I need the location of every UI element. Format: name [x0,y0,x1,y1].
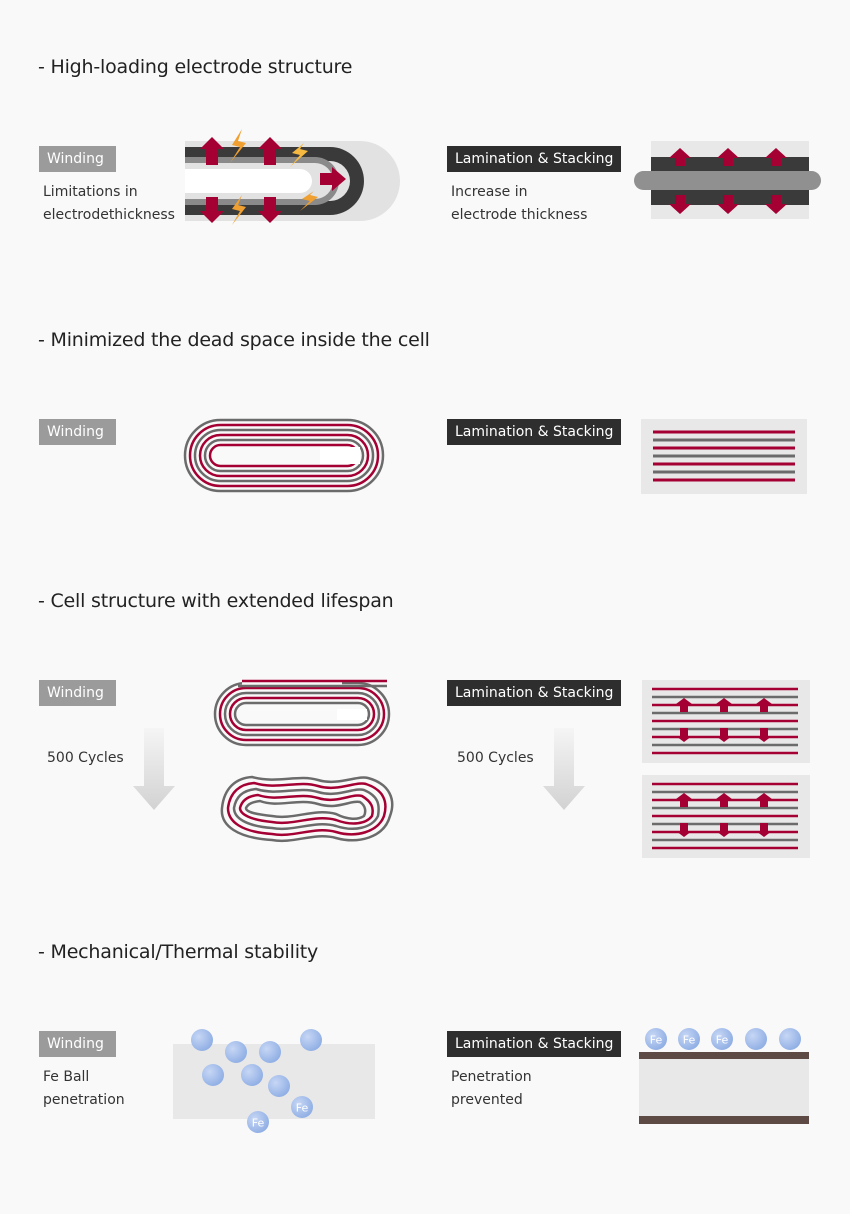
cycle-arrow-icon [543,728,585,810]
arrow-down-icon [765,195,787,214]
lamination-description: Increase in electrode thickness [451,181,587,227]
spark-icon [300,191,318,211]
top-plate [639,1052,809,1059]
fe-ball-icon [291,1096,313,1118]
arrow-up-icon [717,148,739,166]
lamination-desc-line-1: Penetration [451,1069,532,1085]
section-heading-stability: - Mechanical/Thermal stability [38,941,319,963]
fe-ball-penetration-diagram: Fe Fe [173,1029,375,1133]
arrow-up-icon [716,793,732,807]
lamination-description: Penetration prevented [451,1066,532,1112]
arrow-up-icon [756,698,772,712]
arrow-up-icon [765,148,787,166]
spark-icon [232,195,246,225]
fe-ball-icon [745,1028,767,1050]
lamination-tag: Lamination & Stacking [447,419,621,445]
arrow-down-icon [669,195,691,214]
arrow-down-icon [258,197,282,223]
section-heading-dead-space: - Minimized the dead space inside the ce… [38,329,430,351]
fe-ball-icon [241,1064,263,1086]
lamination-tag: Lamination & Stacking [447,1031,621,1057]
arrow-up-icon [676,793,692,807]
lamination-before-cycles-diagram [642,680,810,763]
spark-icon [290,143,308,167]
arrow-down-icon [676,728,692,742]
arrow-up-icon [676,698,692,712]
lamination-cycles-label: 500 Cycles [457,750,534,766]
fe-label: Fe [650,1034,663,1047]
lamination-cell-panel [639,1052,809,1124]
arrow-up-icon [716,698,732,712]
winding-electrode-diagram [185,129,400,225]
fe-ball-icon [678,1028,700,1050]
section-heading-high-loading: - High-loading electrode structure [38,56,353,78]
lamination-electrode-diagram [634,141,821,219]
winding-description: Limitations in electrodethickness [43,181,175,227]
fe-label: Fe [716,1034,729,1047]
lamination-desc-line-2: electrode thickness [451,207,588,223]
fe-ball-icon [300,1029,322,1051]
penetration-prevented-diagram: Fe Fe Fe [639,1028,809,1124]
winding-desc-line-1: Limitations in [43,184,138,200]
arrow-down-icon [717,195,739,214]
fe-ball-icon [259,1041,281,1063]
lamination-desc-line-1: Increase in [451,184,528,200]
winding-jellyroll-diagram [183,418,385,493]
winding-desc-line-1: Fe Ball [43,1069,90,1085]
fe-label: Fe [683,1034,696,1047]
winding-core [185,169,312,193]
winding-tag: Winding [39,1031,116,1057]
fe-ball-icon [711,1028,733,1050]
winding-separator [185,157,339,205]
fe-label: Fe [296,1102,309,1115]
arrow-right-icon [320,167,346,191]
winding-tag: Winding [39,680,116,706]
cycle-arrow-icon [133,728,175,810]
fe-ball-icon [645,1028,667,1050]
arrow-down-icon [676,823,692,837]
arrow-down-icon [200,197,224,223]
arrow-down-icon [756,823,772,837]
arrow-down-icon [756,728,772,742]
spark-icon [230,129,246,163]
fe-ball-icon [225,1041,247,1063]
arrow-up-icon [258,137,282,165]
winding-cycles-label: 500 Cycles [47,750,124,766]
winding-desc-line-2: electrodethickness [43,207,175,223]
arrow-down-icon [716,728,732,742]
fe-ball-icon [268,1075,290,1097]
arrow-up-icon [669,148,691,166]
lamination-desc-line-2: prevented [451,1092,523,1108]
winding-description: Fe Ball penetration [43,1066,125,1112]
arrow-up-icon [200,137,224,165]
lamination-tag: Lamination & Stacking [447,146,621,172]
winding-desc-line-2: penetration [43,1092,125,1108]
winding-after-cycles-diagram [220,775,394,843]
fe-ball-icon [191,1029,213,1051]
fe-ball-icon [202,1064,224,1086]
arrow-up-icon [756,793,772,807]
fe-label: Fe [252,1117,265,1130]
winding-before-cycles-diagram [213,679,391,747]
lamination-tag: Lamination & Stacking [447,680,621,706]
winding-tag: Winding [39,419,116,445]
section-heading-lifespan: - Cell structure with extended lifespan [38,590,394,612]
lamination-after-cycles-diagram [642,775,810,858]
arrow-down-icon [716,823,732,837]
lamination-separator [634,171,821,190]
bottom-plate [639,1116,809,1124]
fe-ball-icon [247,1111,269,1133]
fe-ball-icon [779,1028,801,1050]
lamination-stack-diagram [641,419,807,494]
winding-tag: Winding [39,146,116,172]
